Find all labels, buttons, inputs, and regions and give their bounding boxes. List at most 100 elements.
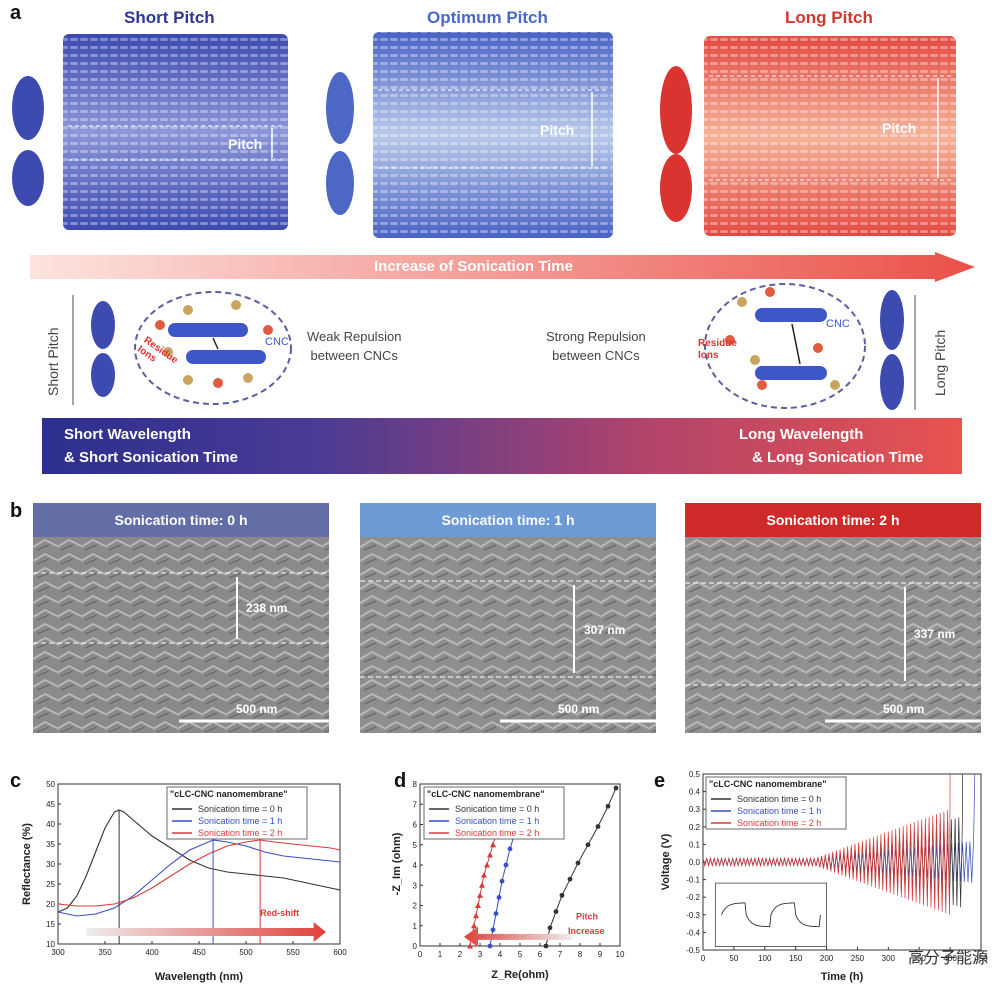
impedance-point — [553, 909, 559, 914]
cnc-label-left: CNC — [265, 336, 289, 348]
optimum-pitch-block — [373, 32, 613, 238]
y-tick-label: 0.0 — [689, 858, 701, 867]
legend-entry: Sonication time = 1 h — [455, 816, 539, 826]
pitch-increase-label-1: Pitch — [576, 912, 598, 922]
impedance-point — [547, 925, 553, 931]
x-tick-label: 3 — [478, 950, 483, 959]
y-tick-label: 0.2 — [689, 823, 701, 832]
x-axis-label: Z_Re(ohm) — [491, 969, 549, 981]
y-axis-label: -Z_Im (ohm) — [391, 832, 403, 895]
pitch-label-short: Pitch — [228, 136, 263, 152]
y-tick-label: 8 — [413, 780, 418, 789]
y-tick-label: -0.5 — [686, 946, 700, 955]
long-pitch-block — [704, 36, 956, 236]
weak-repulsion-diagram — [72, 291, 292, 405]
helix-long — [660, 66, 692, 222]
inset-curve — [721, 902, 821, 928]
y-tick-label: -0.4 — [686, 928, 700, 937]
y-tick-label: 25 — [46, 880, 55, 889]
red-shift-label: Red-shift — [260, 908, 299, 918]
impedance-point — [487, 943, 493, 949]
x-tick-label: 4 — [498, 950, 503, 959]
impedance-point — [467, 943, 473, 949]
impedance-point — [484, 862, 490, 868]
sem-panel-2h: Sonication time: 2 h 337 nm 500 nm — [685, 503, 981, 733]
impedance-point — [595, 824, 601, 829]
x-tick-label: 300 — [882, 954, 896, 963]
legend-entry: Sonication time = 2 h — [737, 818, 821, 828]
y-tick-label: -0.3 — [686, 911, 700, 920]
x-tick-label: 200 — [820, 954, 834, 963]
y-tick-label: -0.2 — [686, 893, 700, 902]
legend-entry: Sonication time = 2 h — [198, 828, 282, 838]
voltage-series-2 — [702, 773, 951, 915]
short-pitch-block — [63, 34, 288, 230]
reflectance-series-2 — [57, 839, 341, 907]
y-tick-label: 35 — [46, 840, 55, 849]
panel-a-label: a — [10, 2, 22, 24]
pitch-value-0h: 238 nm — [246, 601, 288, 615]
legend-box — [423, 786, 565, 840]
impedance-point — [585, 842, 591, 848]
y-tick-label: 2 — [413, 902, 418, 911]
panel-c-label: c — [10, 770, 22, 792]
arrow-text: Increase of Sonication Time — [374, 258, 573, 275]
y-tick-label: 0.5 — [689, 770, 701, 779]
x-tick-label: 0 — [701, 954, 706, 963]
x-tick-label: 7 — [558, 950, 563, 959]
legend-entry: Sonication time = 0 h — [737, 794, 821, 804]
helix-short — [12, 76, 44, 206]
panel-e-label: e — [654, 770, 666, 792]
impedance-point — [543, 943, 549, 949]
wavelength-sonication-bar: Short Wavelength & Short Sonication Time… — [42, 418, 962, 474]
impedance-point — [605, 803, 611, 809]
pitch-value-1h: 307 nm — [584, 623, 626, 637]
pitch-increase-label-2: Increase — [568, 926, 605, 936]
impedance-point — [507, 846, 513, 852]
y-axis-label: Reflectance (%) — [21, 823, 33, 905]
sem-image-2h — [685, 537, 981, 733]
impedance-point — [481, 872, 487, 878]
y-tick-label: 20 — [46, 900, 55, 909]
x-tick-label: 100 — [758, 954, 772, 963]
x-tick-label: 600 — [333, 948, 347, 957]
x-tick-label: 5 — [518, 950, 523, 959]
scale-bar-0h: 500 nm — [236, 702, 278, 716]
impedance-point — [471, 922, 477, 929]
scale-bar-1h: 500 nm — [558, 702, 600, 716]
y-tick-label: 45 — [46, 800, 55, 809]
y-tick-label: 50 — [46, 780, 55, 789]
impedance-point — [490, 927, 496, 933]
pitch-label-long: Pitch — [882, 120, 917, 136]
y-tick-label: 3 — [413, 881, 418, 890]
impedance-point — [559, 892, 565, 898]
x-tick-label: 6 — [538, 950, 543, 959]
y-tick-label: 40 — [46, 820, 55, 829]
pitch-label-optimum: Pitch — [540, 122, 575, 138]
y-tick-label: -0.1 — [686, 876, 700, 885]
x-tick-label: 400 — [943, 954, 957, 963]
x-tick-label: 1 — [438, 950, 443, 959]
cnc-label-right: CNC — [826, 318, 850, 330]
legend-title: "cLC-CNC nanomembrane" — [170, 789, 288, 799]
x-tick-label: 500 — [239, 948, 253, 957]
legend-entry: Sonication time = 1 h — [198, 816, 282, 826]
x-tick-label: 250 — [851, 954, 865, 963]
y-tick-label: 15 — [46, 920, 55, 929]
sem-panel-0h: Sonication time: 0 h 238 nm 500 nm — [33, 503, 329, 733]
y-tick-label: 4 — [413, 861, 418, 870]
impedance-point — [613, 785, 619, 791]
x-tick-label: 350 — [98, 948, 112, 957]
x-axis-label: Wavelength (nm) — [155, 971, 244, 983]
y-tick-label: 30 — [46, 860, 55, 869]
x-tick-label: 300 — [51, 948, 65, 957]
scale-bar-2h: 500 nm — [883, 702, 925, 716]
impedance-point — [479, 882, 485, 888]
panel-b-label: b — [10, 500, 23, 522]
legend-box — [166, 786, 308, 840]
impedance-point — [473, 912, 479, 919]
